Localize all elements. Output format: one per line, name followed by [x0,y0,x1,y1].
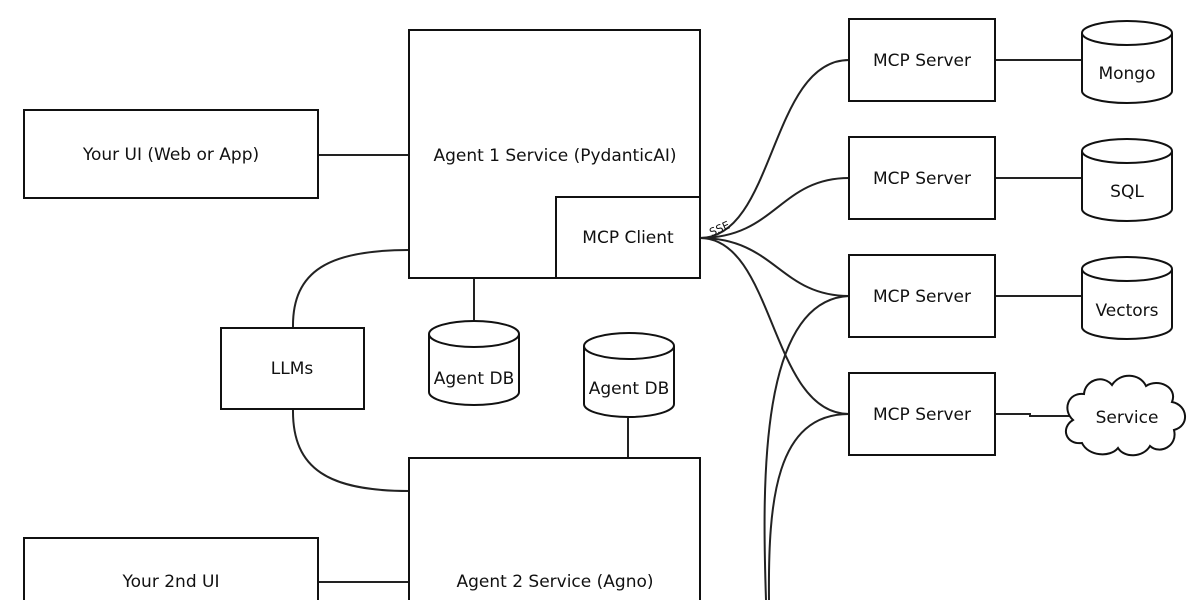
llms-node: LLMs [220,327,365,410]
connector-agent2-mcp4 [767,413,850,600]
mcp-server-node: MCP Server [848,372,996,456]
your-ui-label: Your UI (Web or App) [82,145,259,165]
mongo-database-icon: Mongo [1081,20,1173,104]
agent2-db-label: Agent DB [589,379,669,399]
connector-client-mcp1 [699,59,850,239]
your-2nd-ui-label: Your 2nd UI [122,572,220,592]
mcp-client-label: MCP Client [582,228,674,248]
service-cloud-icon: Service [1064,374,1186,457]
mcp-server-node: MCP Server [848,136,996,220]
connector-llms-agent2 [291,408,410,492]
sql-database-icon: SQL [1081,138,1173,222]
connector-client-mcp4 [699,237,850,415]
mcp-server-node: MCP Server [848,18,996,102]
vectors-label: Vectors [1095,301,1158,321]
connectors [291,59,1082,600]
agent1-db-label: Agent DB [434,369,514,389]
mcp-server-node: MCP Server [848,254,996,338]
sql-label: SQL [1110,182,1144,202]
connector-agent2-mcp3 [763,295,850,600]
mcp-client-node: MCP Client [555,196,701,279]
your-2nd-ui-node: Your 2nd UI [23,537,319,600]
connector-client-mcp3 [699,237,850,297]
vectors-database-icon: Vectors [1081,256,1173,340]
mcp-server-label: MCP Server [873,405,971,425]
agent1-label: Agent 1 Service (PydanticAI) [433,146,676,166]
llms-label: LLMs [271,359,314,379]
mcp-server-label: MCP Server [873,287,971,307]
connector-mcp4-service [995,413,1070,417]
agent2-label: Agent 2 Service (Agno) [456,572,653,592]
service-label: Service [1096,408,1159,428]
agent2-database-icon: Agent DB [583,332,675,418]
mcp-server-label: MCP Server [873,169,971,189]
connector-llms-agent1 [291,249,410,329]
connector-client-mcp2 [699,177,850,239]
agent2-service-node: Agent 2 Service (Agno) [408,457,701,600]
mongo-label: Mongo [1098,64,1155,84]
your-ui-node: Your UI (Web or App) [23,109,319,199]
mcp-server-label: MCP Server [873,51,971,71]
agent1-database-icon: Agent DB [428,320,520,406]
